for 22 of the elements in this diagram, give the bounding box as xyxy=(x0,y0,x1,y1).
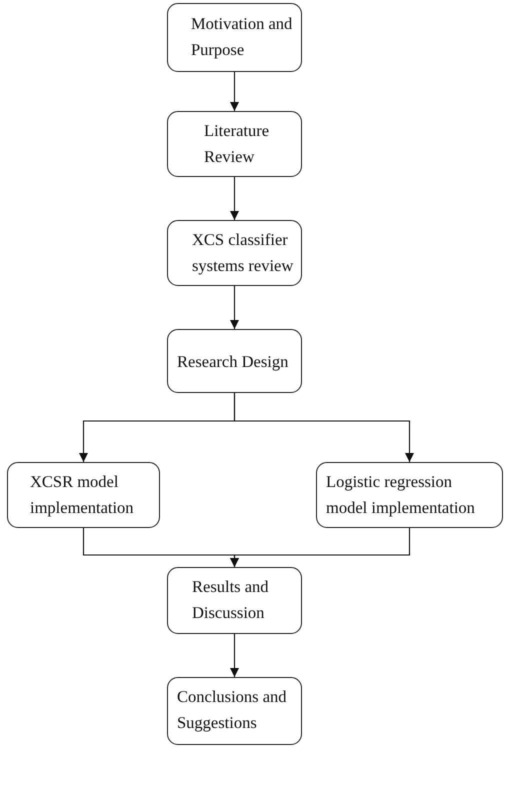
process-box xyxy=(167,677,302,745)
node-label: Conclusions and Suggestions xyxy=(177,686,288,734)
node-label: Results and Discussion xyxy=(192,576,270,624)
process-box xyxy=(167,329,302,393)
process-box xyxy=(167,3,302,72)
process-box xyxy=(167,220,302,286)
connector-arrow xyxy=(230,177,239,220)
connector-arrow xyxy=(230,286,239,329)
connector-arrow xyxy=(230,528,410,567)
process-box xyxy=(7,462,160,528)
connector-arrow xyxy=(234,393,414,462)
connector-arrow xyxy=(230,72,239,111)
process-box xyxy=(167,567,302,634)
node-label: Motivation and Purpose xyxy=(191,13,294,61)
process-box xyxy=(167,111,302,177)
connector-arrow xyxy=(230,634,239,677)
node-label: XCS classifier systems review xyxy=(192,229,294,277)
node-label: XCSR model implementation xyxy=(30,471,135,519)
node-label: Literature Review xyxy=(204,120,270,168)
process-box xyxy=(316,462,503,528)
node-label: Logistic regression model implementation xyxy=(326,471,476,519)
node-label: Research Design xyxy=(177,351,290,373)
